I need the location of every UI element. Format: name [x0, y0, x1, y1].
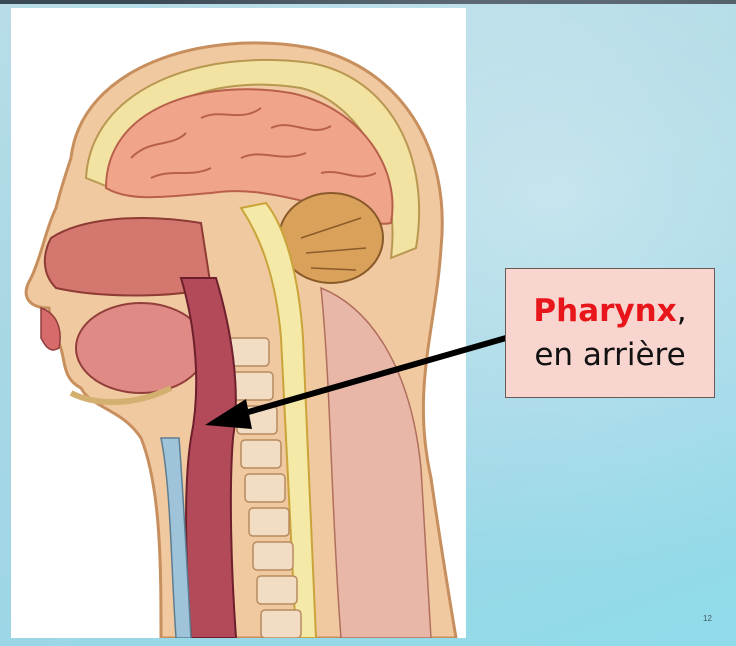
label-line-1: Pharynx,: [533, 289, 686, 333]
head-sagittal-section-drawing: [24, 41, 458, 638]
slide-top-border: [0, 0, 736, 4]
label-detail: en arrière: [534, 337, 686, 373]
label-punctuation: ,: [676, 293, 687, 329]
pharynx-label-box: Pharynx, en arrière: [505, 268, 715, 398]
label-term: Pharynx: [533, 293, 677, 329]
page-number: 12: [703, 614, 712, 623]
anatomy-illustration: [11, 8, 466, 638]
